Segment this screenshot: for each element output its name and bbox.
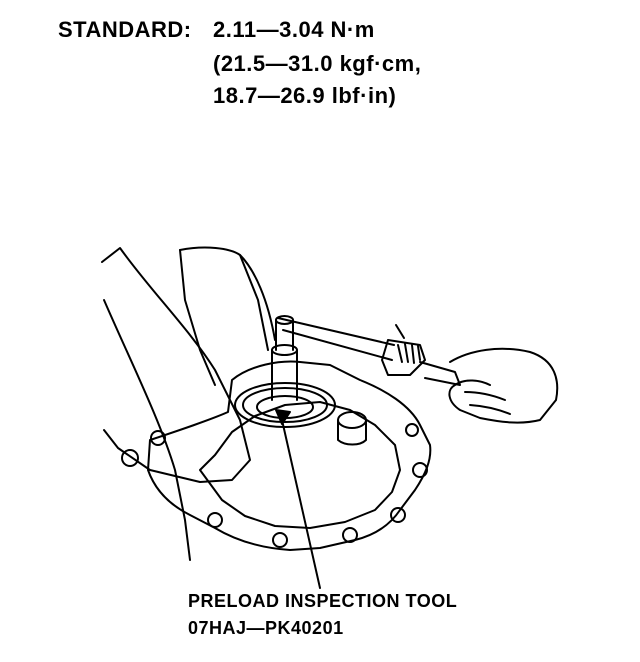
- spec-torque-nm: 2.11—3.04 N·m: [213, 17, 375, 42]
- torque-wrench-head: [381, 339, 426, 376]
- bolt-boss: [121, 449, 139, 467]
- bearing-middle-ring: [242, 387, 328, 423]
- bolt-boss: [342, 527, 358, 543]
- case-left-edge: [103, 299, 191, 561]
- torque-wrench-scale: [397, 343, 421, 364]
- bolt-boss: [207, 512, 223, 528]
- bolt-boss: [405, 423, 419, 437]
- bolt-boss: [390, 507, 406, 523]
- tool-shaft: [271, 349, 298, 401]
- tool-part-number: 07HAJ—PK40201: [188, 618, 344, 638]
- bolt-boss: [150, 430, 166, 446]
- torque-wrench-pointer: [395, 324, 405, 339]
- case-rib-outer: [179, 249, 216, 386]
- hand: [448, 347, 559, 424]
- spec-label: STANDARD:: [58, 17, 192, 42]
- drain-plug: [337, 411, 367, 429]
- torque-wrench-handle: [419, 361, 461, 386]
- flange-outline: [147, 360, 432, 551]
- tool-name-label: PRELOAD INSPECTION TOOL: [188, 591, 458, 611]
- bearing-outer-ring: [234, 382, 336, 428]
- bolt-boss: [272, 532, 288, 548]
- spec-torque-lbfin: 18.7—26.9 lbf·in): [213, 83, 397, 108]
- callout-arrowhead: [275, 409, 291, 425]
- torque-wrench-beam: [277, 317, 395, 361]
- bolt-boss: [412, 462, 428, 478]
- flange-inner: [199, 401, 401, 529]
- case-rib-upper: [179, 246, 269, 351]
- spec-torque-kgfcm: (21.5—31.0 kgf·cm,: [213, 51, 422, 76]
- callout-leader: [281, 419, 321, 589]
- case-outline: [101, 247, 251, 483]
- case-inner-curve: [239, 254, 276, 341]
